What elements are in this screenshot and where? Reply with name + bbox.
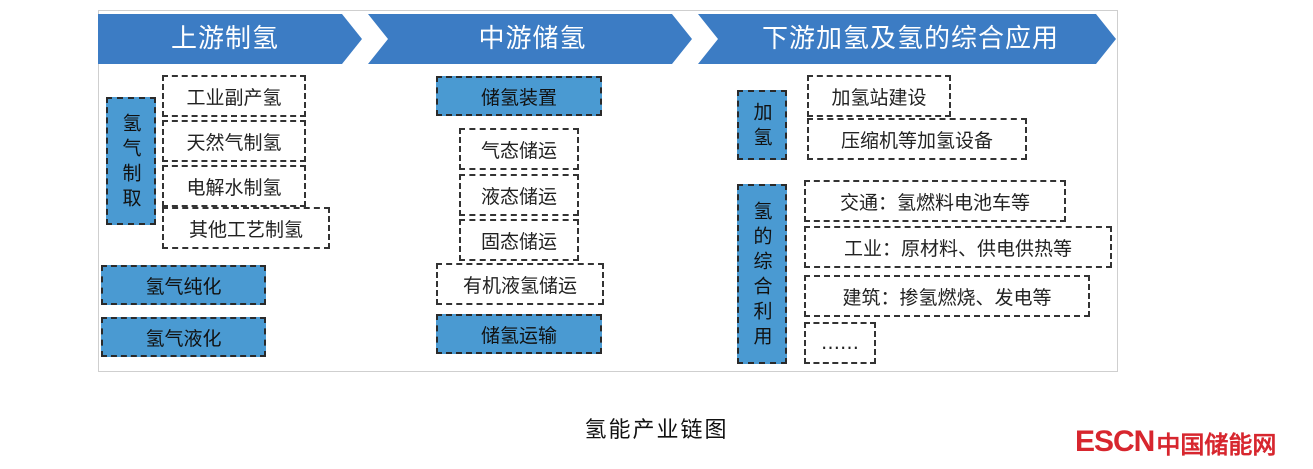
method-other-process: 其他工艺制氢 — [162, 207, 330, 249]
stage-label-downstream: 下游加氢及氢的综合应用 — [761, 24, 1059, 54]
logo-en: ESCN — [1075, 425, 1155, 458]
method-natural-gas: 天然气制氢 — [162, 120, 306, 162]
use-building: 建筑：掺氢燃烧、发电等 — [804, 275, 1090, 317]
mode-organic-liquid: 有机液氢储运 — [436, 263, 604, 305]
hydrogen-liquefaction: 氢气液化 — [101, 317, 266, 357]
mode-solid: 固态储运 — [459, 219, 579, 261]
hydrogen-purification: 氢气纯化 — [101, 265, 266, 305]
stage-label-midstream: 中游储氢 — [478, 24, 587, 54]
refuel-compressor-equipment: 压缩机等加氢设备 — [807, 118, 1027, 160]
mode-liquid: 液态储运 — [459, 174, 579, 216]
method-electrolysis: 电解水制氢 — [162, 165, 306, 207]
stage-label-upstream: 上游制氢 — [170, 24, 279, 54]
refueling-label: 加氢 — [737, 90, 787, 160]
use-industry: 工业：原材料、供电供热等 — [804, 226, 1112, 268]
arrow-downstream — [698, 14, 1116, 64]
escn-logo: ESCN 中国储能网 — [1075, 422, 1276, 462]
figure-caption: 氢能产业链图 — [584, 418, 729, 443]
use-more: …… — [804, 322, 876, 364]
use-transportation: 交通：氢燃料电池车等 — [804, 180, 1066, 222]
method-industrial-byproduct: 工业副产氢 — [162, 75, 306, 117]
mode-gaseous: 气态储运 — [459, 128, 579, 170]
logo-cn: 中国储能网 — [1156, 430, 1277, 459]
comprehensive-use-label: 氢的综合利用 — [737, 184, 787, 364]
hydrogen-production-label: 氢气制取 — [106, 97, 156, 225]
storage-device: 储氢装置 — [436, 76, 602, 116]
refuel-station-construction: 加氢站建设 — [807, 75, 951, 117]
storage-transport: 储氢运输 — [436, 314, 602, 354]
arrow-upstream — [98, 14, 362, 64]
arrow-midstream — [368, 14, 692, 64]
